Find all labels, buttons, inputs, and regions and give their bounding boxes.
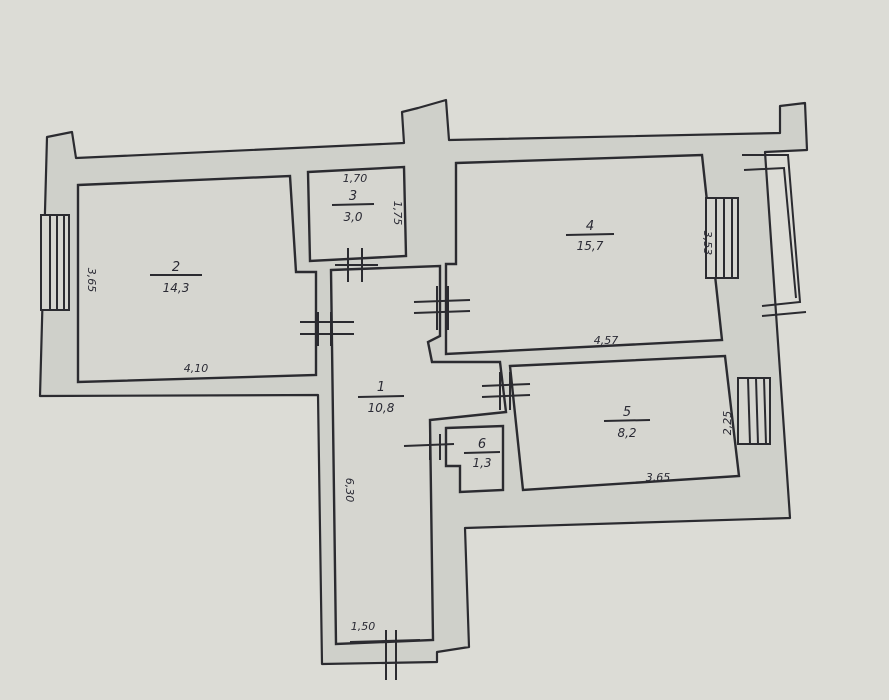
room-2-number: 2 xyxy=(172,260,180,275)
room-4-outline xyxy=(444,153,724,356)
dim-corridor-length: 6,30 xyxy=(343,478,356,503)
room-3-outline xyxy=(306,165,408,263)
dim-room2-width: 4,10 xyxy=(184,362,209,375)
dim-room4-height: 3,53 xyxy=(701,231,714,256)
fraction-bars xyxy=(150,203,651,454)
dim-room4-width: 4,57 xyxy=(594,334,619,347)
room-2-area: 14,3 xyxy=(163,281,190,295)
window-room4-marks xyxy=(705,197,739,279)
dim-room5-height: 2,25 xyxy=(721,411,734,436)
room-4-number: 4 xyxy=(586,219,594,234)
dim-corridor-width: 1,50 xyxy=(351,620,376,633)
balcony-outline xyxy=(742,154,807,317)
room-2-outline xyxy=(76,174,318,384)
room-1-area: 10,8 xyxy=(368,401,395,415)
room-5-number: 5 xyxy=(623,405,631,420)
dim-room3-width: 1,70 xyxy=(343,172,368,185)
window-left-marks xyxy=(40,214,70,311)
dim-room3-height: 1,75 xyxy=(391,201,404,226)
room-6-area: 1,3 xyxy=(472,456,491,470)
dim-room5-width: 3,65 xyxy=(646,471,671,484)
door-marks xyxy=(300,248,531,680)
room-4-area: 15,7 xyxy=(577,239,604,253)
room-6-number: 6 xyxy=(478,437,486,452)
room-5-area: 8,2 xyxy=(617,426,636,440)
room-6-outline xyxy=(444,424,505,494)
room-3-area: 3,0 xyxy=(343,210,362,224)
room-5-outline xyxy=(508,354,741,492)
room-1-number: 1 xyxy=(377,380,385,395)
dim-room2-height: 3,65 xyxy=(85,268,98,293)
room-3-number: 3 xyxy=(349,189,357,204)
window-room5-marks xyxy=(737,377,771,445)
